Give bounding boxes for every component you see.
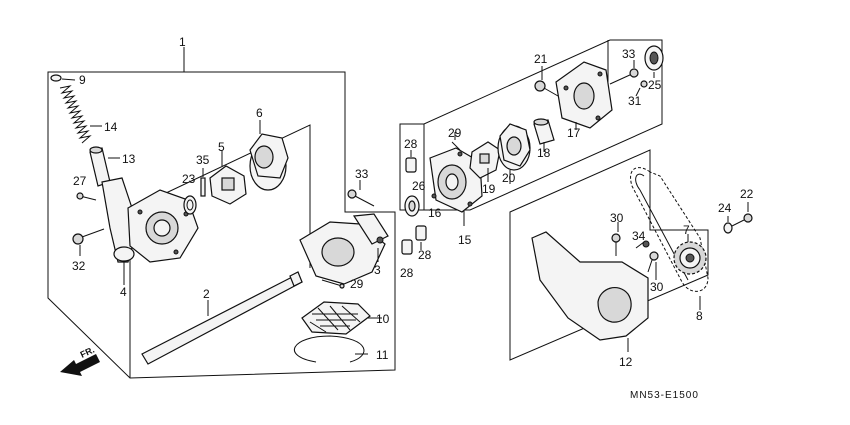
part-snap-ring <box>293 335 368 363</box>
callout-19: 19 <box>482 182 496 196</box>
part-pump-shaft <box>141 271 303 365</box>
part-pin-29b <box>451 132 461 151</box>
callout-12: 12 <box>619 355 633 369</box>
part-oil-seal <box>404 195 420 217</box>
part-clip <box>50 74 76 82</box>
part-outer-rotor-20 <box>497 123 531 184</box>
callout-7: 7 <box>683 223 690 237</box>
assembly-frame-oil-pump <box>47 47 396 379</box>
part-inner-rotor-19 <box>469 141 501 182</box>
part-flange-bolt-32 <box>72 228 105 256</box>
part-small-bolt <box>76 192 97 201</box>
part-collar <box>533 118 555 152</box>
part-pump-cover-17 <box>555 61 613 130</box>
part-outer-rotor <box>249 120 289 191</box>
callout-10: 10 <box>376 312 390 326</box>
callout-29: 29 <box>350 277 364 291</box>
callout-21: 21 <box>534 52 548 66</box>
part-pump-housing <box>429 147 483 213</box>
callout-28: 28 <box>404 137 418 151</box>
callout-32: 32 <box>72 259 86 273</box>
callout-6: 6 <box>256 106 263 120</box>
callout-24: 24 <box>718 201 732 215</box>
callout-15: 15 <box>458 233 472 247</box>
callout-18: 18 <box>537 146 551 160</box>
callout-3: 3 <box>374 263 381 277</box>
part-bolt-21 <box>534 66 559 97</box>
diagram-code: MN53-E1500 <box>630 390 699 401</box>
part-o-ring <box>183 195 197 215</box>
part-washer <box>723 216 733 234</box>
callout-20: 20 <box>502 171 516 185</box>
callout-8: 8 <box>696 309 703 323</box>
part-drive-chain <box>630 167 709 310</box>
callout-14: 14 <box>104 120 118 134</box>
callout-13: 13 <box>122 152 136 166</box>
part-dowel-28c <box>401 239 413 255</box>
callout-27: 27 <box>73 174 87 188</box>
part-dowel-28b <box>415 225 427 250</box>
part-flange-bolt-33b <box>609 60 639 85</box>
part-spring <box>59 85 102 144</box>
part-pump-body <box>101 177 199 285</box>
part-pin-29a <box>321 279 345 289</box>
part-bolt-31 <box>635 80 648 97</box>
part-oil-strainer <box>301 301 382 335</box>
callout-26: 26 <box>412 179 426 193</box>
callout-28: 28 <box>418 248 432 262</box>
callout-25: 25 <box>648 78 662 92</box>
callout-31: 31 <box>628 94 642 108</box>
callout-30: 30 <box>650 280 664 294</box>
part-bolt-30b <box>647 251 659 280</box>
callout-33: 33 <box>622 47 636 61</box>
callout-5: 5 <box>218 140 225 154</box>
callout-4: 4 <box>120 285 127 299</box>
callout-9: 9 <box>79 73 86 87</box>
part-collar-34 <box>635 240 650 249</box>
callout-16: 16 <box>428 206 442 220</box>
part-pin-35 <box>200 168 206 197</box>
front-direction-arrow: FR. <box>60 345 100 376</box>
callout-33: 33 <box>355 167 369 181</box>
callout-29: 29 <box>448 126 462 140</box>
callout-17: 17 <box>567 126 581 140</box>
part-pump-cover <box>299 213 389 285</box>
part-bolt-30a <box>611 222 621 256</box>
callout-23: 23 <box>182 172 196 186</box>
callout-1: 1 <box>179 35 186 49</box>
part-chain-guard <box>531 231 649 352</box>
part-sprocket <box>673 234 707 275</box>
callout-35: 35 <box>196 153 210 167</box>
callout-2: 2 <box>203 287 210 301</box>
assembly-frame-guard <box>509 149 709 361</box>
callout-11: 11 <box>376 348 389 362</box>
part-inner-rotor <box>209 150 247 205</box>
callout-34: 34 <box>632 229 646 243</box>
callout-22: 22 <box>740 187 754 201</box>
part-seal-25 <box>644 45 664 78</box>
callout-30: 30 <box>610 211 624 225</box>
part-bolt-22 <box>731 202 753 227</box>
callout-28: 28 <box>400 266 414 280</box>
part-flange-bolt-33a <box>347 180 375 207</box>
part-dowel-28a <box>405 150 417 173</box>
